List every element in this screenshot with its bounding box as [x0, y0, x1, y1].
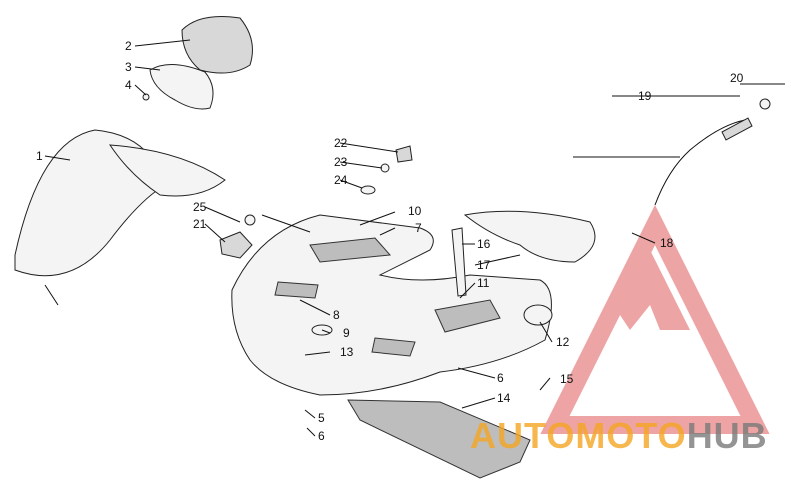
callout-19: 19: [638, 89, 652, 103]
callout-24: 24: [334, 173, 348, 187]
leader-lines: [44, 39, 785, 437]
callout-15: 15: [560, 372, 574, 386]
callout-3: 3: [125, 60, 132, 74]
part-cable-housing: [721, 117, 753, 141]
watermark-text-auto: AUTO: [470, 415, 575, 456]
watermark-logo: [540, 204, 770, 434]
callout-18: 18: [660, 236, 674, 250]
watermark-text-hub: HUB: [687, 415, 768, 456]
callout-14: 14: [497, 391, 511, 405]
watermark-text-moto: MOTO: [575, 415, 686, 456]
watermark-wordmark: AUTOMOTOHUB: [470, 415, 768, 456]
part-grommet-24: [360, 185, 376, 195]
part-knob-22: [395, 145, 413, 163]
part-floor-mat: [347, 399, 531, 479]
svg-text:AUTOMOTOHUB: AUTOMOTOHUB: [470, 415, 768, 456]
callout-5: 5: [318, 411, 325, 425]
callout-6-left: 6: [318, 429, 325, 443]
part-fender-bracket: [109, 144, 226, 197]
callout-1: 1: [36, 149, 43, 163]
part-switch: [219, 231, 253, 259]
callout-2: 2: [125, 39, 132, 53]
part-pad-11: [434, 299, 501, 333]
part-hood-panel: [231, 214, 552, 396]
callout-11: 11: [477, 276, 490, 290]
part-gauge-bezel: [149, 64, 214, 110]
part-washer-23: [380, 163, 390, 173]
callout-12: 12: [556, 335, 570, 349]
callout-4: 4: [125, 78, 132, 92]
part-fastener-16: [451, 227, 467, 297]
callout-13: 13: [340, 345, 354, 359]
callout-17: 17: [477, 258, 491, 272]
watermark-triangle-outer: [540, 204, 770, 434]
callout-10: 10: [408, 204, 422, 218]
callout-25: 25: [193, 200, 207, 214]
callout-20: 20: [730, 71, 744, 85]
callout-21: 21: [193, 217, 207, 231]
callout-22: 22: [334, 136, 348, 150]
part-gauge-housing: [181, 16, 253, 74]
watermark-m-shape: [610, 250, 690, 330]
callout-labels: 2 3 4 1 22 23 24 25 21 10 7 16 17 11 8 9…: [36, 39, 744, 443]
callout-8: 8: [333, 308, 340, 322]
part-cable: [654, 119, 746, 206]
callout-6-right: 6: [497, 371, 504, 385]
part-screw-4: [142, 93, 150, 101]
part-pad-9: [371, 337, 416, 357]
callout-16: 16: [477, 237, 491, 251]
part-rear-bracket: [463, 210, 596, 263]
part-grommet-25: [244, 214, 256, 226]
callout-7: 7: [415, 221, 422, 235]
callout-23: 23: [334, 155, 348, 169]
callout-9: 9: [343, 326, 350, 340]
part-nut-20: [759, 98, 771, 110]
part-pad-10: [309, 237, 392, 263]
part-pad-8: [274, 281, 319, 299]
part-lens-12: [523, 304, 553, 326]
